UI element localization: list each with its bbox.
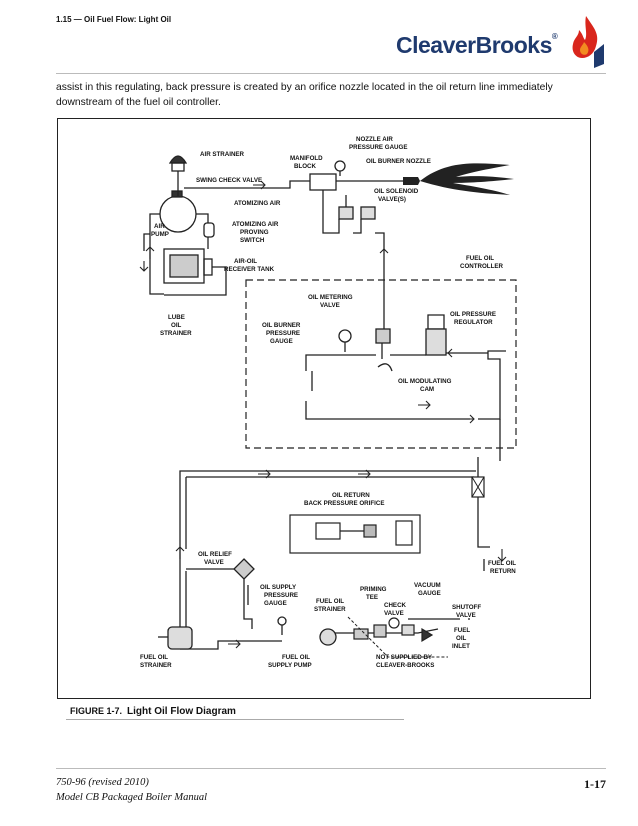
atomizing-air-switch	[203, 222, 215, 238]
not-supplied-leader	[347, 616, 448, 658]
svg-text:OIL RETURN: OIL RETURN	[332, 492, 370, 499]
svg-text:LUBE: LUBE	[168, 314, 185, 321]
svg-text:VALVE: VALVE	[384, 610, 404, 617]
svg-text:PRESSURE: PRESSURE	[266, 330, 300, 337]
svg-text:CLEAVER-BROOKS: CLEAVER-BROOKS	[376, 662, 434, 669]
header-rule	[56, 73, 606, 74]
svg-text:INLET: INLET	[452, 643, 470, 650]
svg-text:STRAINER: STRAINER	[314, 606, 346, 613]
svg-text:AIR: AIR	[154, 223, 165, 230]
svg-text:NOZZLE AIR: NOZZLE AIR	[356, 136, 393, 143]
svg-text:PUMP: PUMP	[151, 231, 169, 238]
oil-supply-pressure-gauge	[277, 616, 287, 635]
page-number: 1-17	[584, 777, 606, 791]
inlet-components	[353, 617, 434, 643]
svg-text:OIL: OIL	[456, 635, 467, 642]
svg-text:CONTROLLER: CONTROLLER	[460, 263, 503, 270]
svg-text:VACUUM: VACUUM	[414, 582, 441, 589]
svg-text:RETURN: RETURN	[490, 568, 516, 575]
svg-text:FUEL OIL: FUEL OIL	[140, 654, 168, 661]
receiver-tank	[163, 248, 213, 284]
section-title: 1.15 — Oil Fuel Flow: Light Oil	[56, 15, 172, 24]
figure-caption: FIGURE 1-7. Light Oil Flow Diagram	[70, 706, 236, 717]
svg-text:NOT SUPPLIED BY: NOT SUPPLIED BY	[376, 654, 433, 661]
fuel-oil-supply-pump	[319, 628, 337, 646]
svg-text:VALVE(S): VALVE(S)	[378, 196, 406, 203]
oil-solenoid-valves	[322, 190, 385, 269]
svg-text:AIR-OIL: AIR-OIL	[234, 258, 257, 265]
svg-text:SHUTOFF: SHUTOFF	[452, 604, 481, 611]
svg-text:PRESSURE: PRESSURE	[264, 592, 298, 599]
svg-text:PROVING: PROVING	[240, 229, 269, 236]
caption-number: FIGURE 1-7.	[70, 706, 123, 716]
svg-text:GAUGE: GAUGE	[264, 600, 287, 607]
svg-text:RECEIVER TANK: RECEIVER TANK	[224, 266, 275, 273]
svg-text:PRIMING: PRIMING	[360, 586, 387, 593]
controller-dashed-box	[245, 279, 517, 449]
cleaver-brooks-logo: CleaverBrooks®	[396, 14, 606, 68]
manual-title: Model CB Packaged Boiler Manual	[56, 792, 208, 803]
svg-text:OIL MODULATING: OIL MODULATING	[398, 378, 452, 385]
footer-info: 750-96 (revised 2010) Model CB Packaged …	[56, 775, 207, 805]
caption-rule	[66, 719, 404, 720]
back-pressure-orifice-box	[289, 514, 421, 554]
air-pump	[159, 190, 197, 233]
svg-text:AIR STRAINER: AIR STRAINER	[200, 151, 245, 158]
logo-wordmark: CleaverBrooks®	[396, 32, 558, 58]
svg-text:CHECK: CHECK	[384, 602, 407, 609]
svg-text:OIL SOLENOID: OIL SOLENOID	[374, 188, 419, 195]
svg-text:BACK PRESSURE ORIFICE: BACK PRESSURE ORIFICE	[304, 500, 384, 507]
svg-text:FUEL OIL: FUEL OIL	[316, 598, 344, 605]
svg-text:OIL: OIL	[171, 322, 182, 329]
oil-pressure-regulator	[425, 314, 447, 356]
svg-text:MANIFOLD: MANIFOLD	[290, 155, 323, 162]
oil-burner-pressure-gauge	[338, 329, 352, 352]
svg-text:BLOCK: BLOCK	[294, 163, 317, 170]
oil-metering-valve	[375, 269, 393, 372]
svg-text:PRESSURE GAUGE: PRESSURE GAUGE	[349, 144, 407, 151]
svg-text:REGULATOR: REGULATOR	[454, 319, 493, 326]
doc-number: 750-96 (revised 2010)	[56, 777, 149, 788]
svg-text:OIL SUPPLY: OIL SUPPLY	[260, 584, 297, 591]
svg-text:STRAINER: STRAINER	[140, 662, 172, 669]
caption-title: Light Oil Flow Diagram	[127, 706, 236, 717]
svg-text:VALVE: VALVE	[320, 302, 340, 309]
svg-text:FUEL OIL: FUEL OIL	[466, 255, 494, 262]
svg-text:FUEL OIL: FUEL OIL	[282, 654, 310, 661]
svg-text:OIL BURNER NOZZLE: OIL BURNER NOZZLE	[366, 158, 431, 165]
svg-text:ATOMIZING AIR: ATOMIZING AIR	[232, 221, 279, 228]
air-strainer	[168, 155, 188, 172]
svg-text:GAUGE: GAUGE	[270, 338, 293, 345]
svg-text:OIL METERING: OIL METERING	[308, 294, 353, 301]
svg-text:SUPPLY PUMP: SUPPLY PUMP	[268, 662, 312, 669]
svg-text:OIL PRESSURE: OIL PRESSURE	[450, 311, 496, 318]
light-oil-flow-diagram: AIR STRAINER MANIFOLD BLOCK NOZZLE AIR P…	[57, 118, 591, 699]
footer-rule	[56, 768, 606, 769]
svg-text:OIL RELIEF: OIL RELIEF	[198, 551, 232, 558]
flame-icon	[572, 16, 604, 68]
air-piping	[143, 171, 310, 296]
diagram-labels: AIR STRAINER MANIFOLD BLOCK NOZZLE AIR P…	[140, 136, 516, 669]
svg-text:GAUGE: GAUGE	[418, 590, 441, 597]
svg-text:STRAINER: STRAINER	[160, 330, 192, 337]
svg-text:FUEL OIL: FUEL OIL	[488, 560, 516, 567]
svg-text:TEE: TEE	[366, 594, 378, 601]
svg-text:VALVE: VALVE	[456, 612, 476, 619]
svg-text:ATOMIZING AIR: ATOMIZING AIR	[234, 200, 281, 207]
controller-piping	[305, 350, 506, 420]
svg-text:SWING CHECK VALVE: SWING CHECK VALVE	[196, 177, 262, 184]
svg-text:OIL BURNER: OIL BURNER	[262, 322, 301, 329]
svg-text:VALVE: VALVE	[204, 559, 224, 566]
orifice-in-line	[471, 476, 485, 498]
oil-burner-nozzle	[403, 163, 514, 195]
body-paragraph: assist in this regulating, back pressure…	[56, 82, 553, 108]
flow-arrows	[139, 180, 507, 649]
manifold-block	[309, 160, 403, 191]
svg-text:SWITCH: SWITCH	[240, 237, 265, 244]
fuel-oil-strainer-left	[158, 626, 193, 650]
diagram-canvas: AIR STRAINER MANIFOLD BLOCK NOZZLE AIR P…	[139, 136, 517, 669]
svg-text:FUEL: FUEL	[454, 627, 470, 634]
oil-relief-valve	[186, 558, 255, 580]
svg-text:CAM: CAM	[420, 386, 434, 393]
